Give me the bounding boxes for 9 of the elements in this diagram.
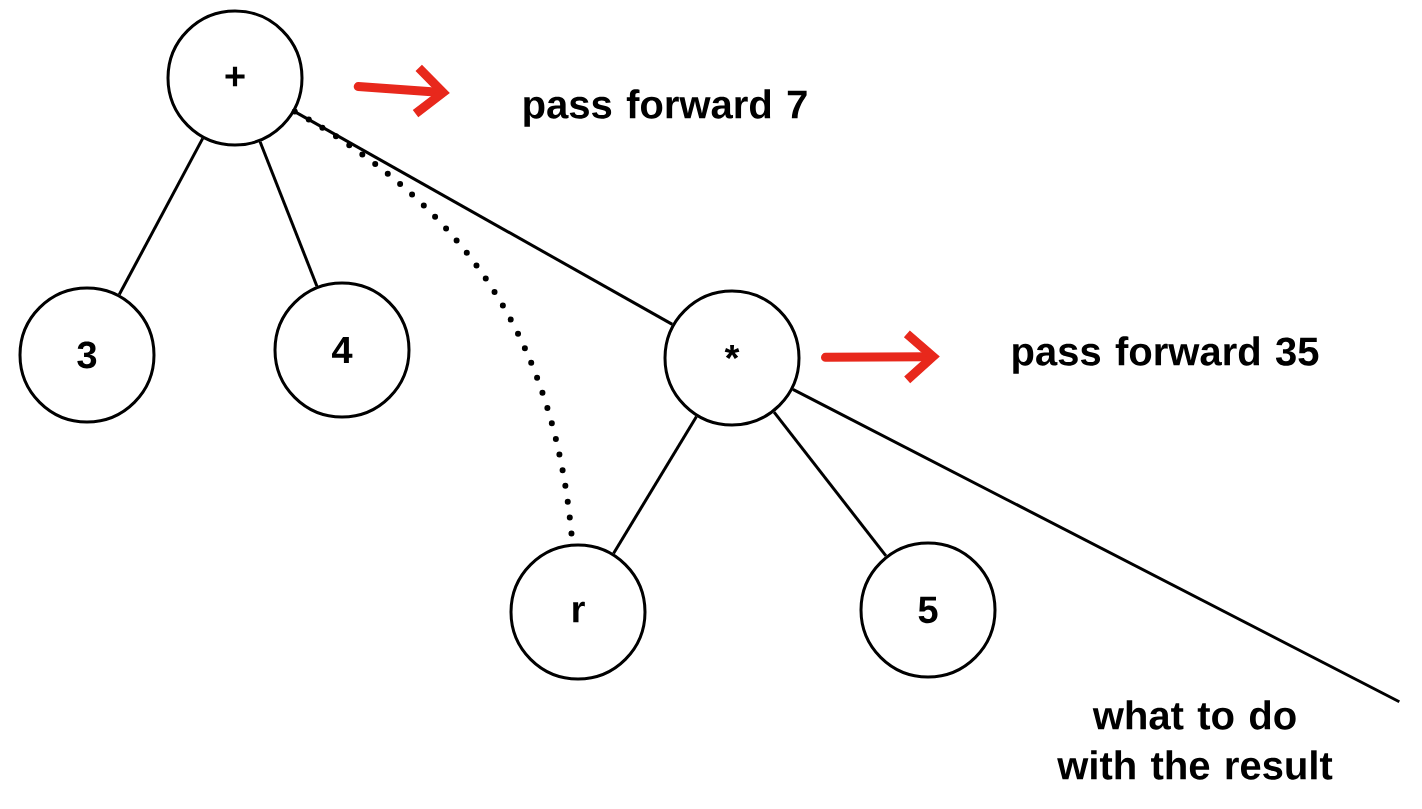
node-text: pass forward 35 [1013, 336, 1319, 374]
connector-line [772, 411, 888, 557]
node-text: pass forward 7 [524, 89, 807, 127]
connector-line [792, 388, 1400, 704]
arrow [821, 330, 940, 384]
connector-line [117, 137, 205, 296]
connector-line [258, 141, 319, 287]
node-text: what to do with the result [1057, 700, 1333, 780]
connector-line [612, 415, 698, 555]
